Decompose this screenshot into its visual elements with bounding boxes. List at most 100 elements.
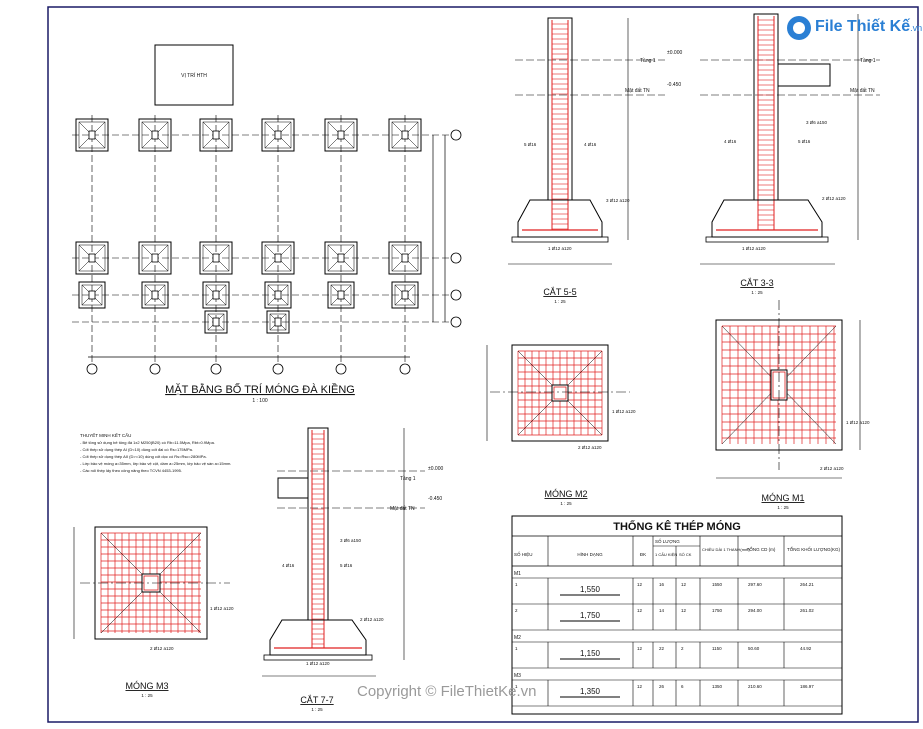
section-3-3: Tầng 1 Mặt đất TN 3 Ø6 a150 4 Ø16 5 Ø16 … — [700, 13, 880, 295]
table-group-label: M1 — [514, 571, 521, 577]
footing-inner — [264, 121, 292, 149]
tie-beam — [277, 477, 309, 499]
column-stub — [274, 317, 282, 327]
plan-footing — [138, 118, 172, 152]
footing-inner — [327, 244, 355, 272]
footing-outline — [391, 281, 419, 309]
site-label: VỊ TRÍ HTH — [181, 72, 207, 79]
footing-outline — [327, 281, 355, 309]
cell-id: 1 — [515, 646, 518, 651]
footing-inner — [327, 121, 355, 149]
cell-member-count: 2 — [681, 646, 684, 651]
lean-concrete — [263, 654, 373, 661]
cell-length: 1750 — [712, 608, 723, 613]
footing-scale: 1 : 25 — [141, 693, 153, 698]
footing-outline — [261, 118, 295, 152]
footing-scale: 1 : 25 — [777, 505, 789, 510]
footing-title: MÓNG M2 — [544, 489, 587, 499]
cell-member-count: 6 — [681, 684, 684, 689]
structural-notes: THUYẾT MINH KẾT CẤU - Bê tông sử dụng bê… — [80, 432, 231, 473]
footing-outline — [264, 281, 292, 309]
axis-bubble — [399, 363, 411, 375]
plan-footing — [75, 118, 109, 152]
level-tag: Tầng 1 — [400, 476, 416, 482]
notes-line: - Cốt thép sử dụng thép AI (D<10) dùng c… — [80, 447, 193, 452]
plan-footing — [141, 281, 169, 309]
footing-inner — [330, 284, 352, 306]
footing-inner — [269, 313, 287, 331]
cell-dk: 12 — [637, 684, 643, 689]
cell-length: 1350 — [712, 684, 723, 689]
notes-heading: THUYẾT MINH KẾT CẤU — [80, 432, 131, 438]
tie-beam — [777, 63, 831, 87]
footing-inner — [81, 284, 103, 306]
brand-logo[interactable]: File Thiết Kế.vn — [787, 14, 922, 42]
bar-callout: 1 Ø12 a120 — [548, 246, 572, 251]
footing-body — [711, 199, 823, 238]
section-scale: 1 : 25 — [554, 299, 566, 304]
plan-footing — [324, 241, 358, 275]
cell-member-count: 12 — [681, 582, 687, 587]
bar-callout: 1 Ø12 a120 — [210, 606, 234, 611]
foundation-plan: VỊ TRÍ HTH MẶT BẰNG BỐ TRÍ MÓNG ĐÀ KIỀNG… — [72, 44, 462, 404]
table-title: THỐNG KÊ THÉP MÓNG — [613, 519, 741, 533]
bar-callout: 5 Ø16 — [340, 563, 353, 568]
footing-inner — [202, 244, 230, 272]
brand-name: File Thiết Kế — [815, 18, 911, 35]
column-stub — [337, 253, 345, 263]
bar-callout: 2 Ø12 a120 — [820, 466, 844, 471]
cell-dk: 12 — [637, 582, 643, 587]
axis-bubble — [210, 363, 222, 375]
footing-inner — [207, 313, 225, 331]
plan-scale: 1 : 100 — [252, 398, 268, 404]
table-frame — [511, 515, 843, 715]
column-stub — [212, 317, 220, 327]
cell-shape: 1,550 — [580, 585, 601, 594]
header-tong-cd: TỔNG CD (m) — [747, 546, 776, 552]
plan-footing — [78, 281, 106, 309]
footing-outline — [138, 241, 172, 275]
column-stub — [274, 130, 282, 140]
plan-footing — [391, 281, 419, 309]
header-hinh-dang: HÌNH DẠNG — [577, 551, 603, 557]
bar-callout: 2 Ø12 a120 — [360, 617, 384, 622]
header-so-ck: SỐ CK — [679, 552, 692, 557]
notes-line: - Các nối thép lấy theo công năng theo T… — [80, 468, 182, 473]
table-group-label: M3 — [514, 673, 521, 679]
plan-footing — [199, 118, 233, 152]
level-tag: Tầng 1 — [640, 58, 656, 64]
footing-outline — [199, 118, 233, 152]
cell-total-length: 297.60 — [748, 582, 762, 587]
footing-outline — [78, 281, 106, 309]
header-tong-kl: TỔNG KHỐI LƯỢNG(KG) — [787, 546, 840, 552]
axis-bubble — [272, 363, 284, 375]
bar-callout: 1 Ø12 a120 — [846, 420, 870, 425]
footing-outline — [511, 344, 609, 442]
axis-bubble — [450, 129, 462, 141]
cell-total-weight: 44.92 — [800, 646, 812, 651]
plan-footing — [202, 281, 230, 309]
footing-outline — [324, 241, 358, 275]
cell-id: 1 — [515, 684, 518, 689]
section-scale: 1 : 25 — [751, 290, 763, 295]
level-value: ±0.000 — [667, 50, 682, 56]
column-stub — [401, 130, 409, 140]
cell-total-length: 50.60 — [748, 646, 760, 651]
level-tag: Mặt đất TN — [625, 88, 650, 94]
level-value: ±0.000 — [428, 466, 443, 472]
bar-callout: 4 Ø16 — [282, 563, 295, 568]
column-stub — [88, 253, 96, 263]
cell-total-length: 210.60 — [748, 684, 762, 689]
section-title: CẮT 5-5 — [543, 287, 576, 297]
cell-per-member: 14 — [659, 608, 665, 613]
level-tag: Tầng 1 — [860, 58, 876, 64]
column-stub — [401, 290, 409, 300]
section-title: CẮT 3-3 — [740, 278, 773, 288]
bar-callout: 1 Ø12 a120 — [612, 409, 636, 414]
axis-bubble — [450, 316, 462, 328]
plan-axis-bubbles — [86, 129, 462, 375]
bar-callout: 3 Ø6 a150 — [806, 120, 828, 125]
column-stub — [88, 290, 96, 300]
footing-inner — [141, 244, 169, 272]
